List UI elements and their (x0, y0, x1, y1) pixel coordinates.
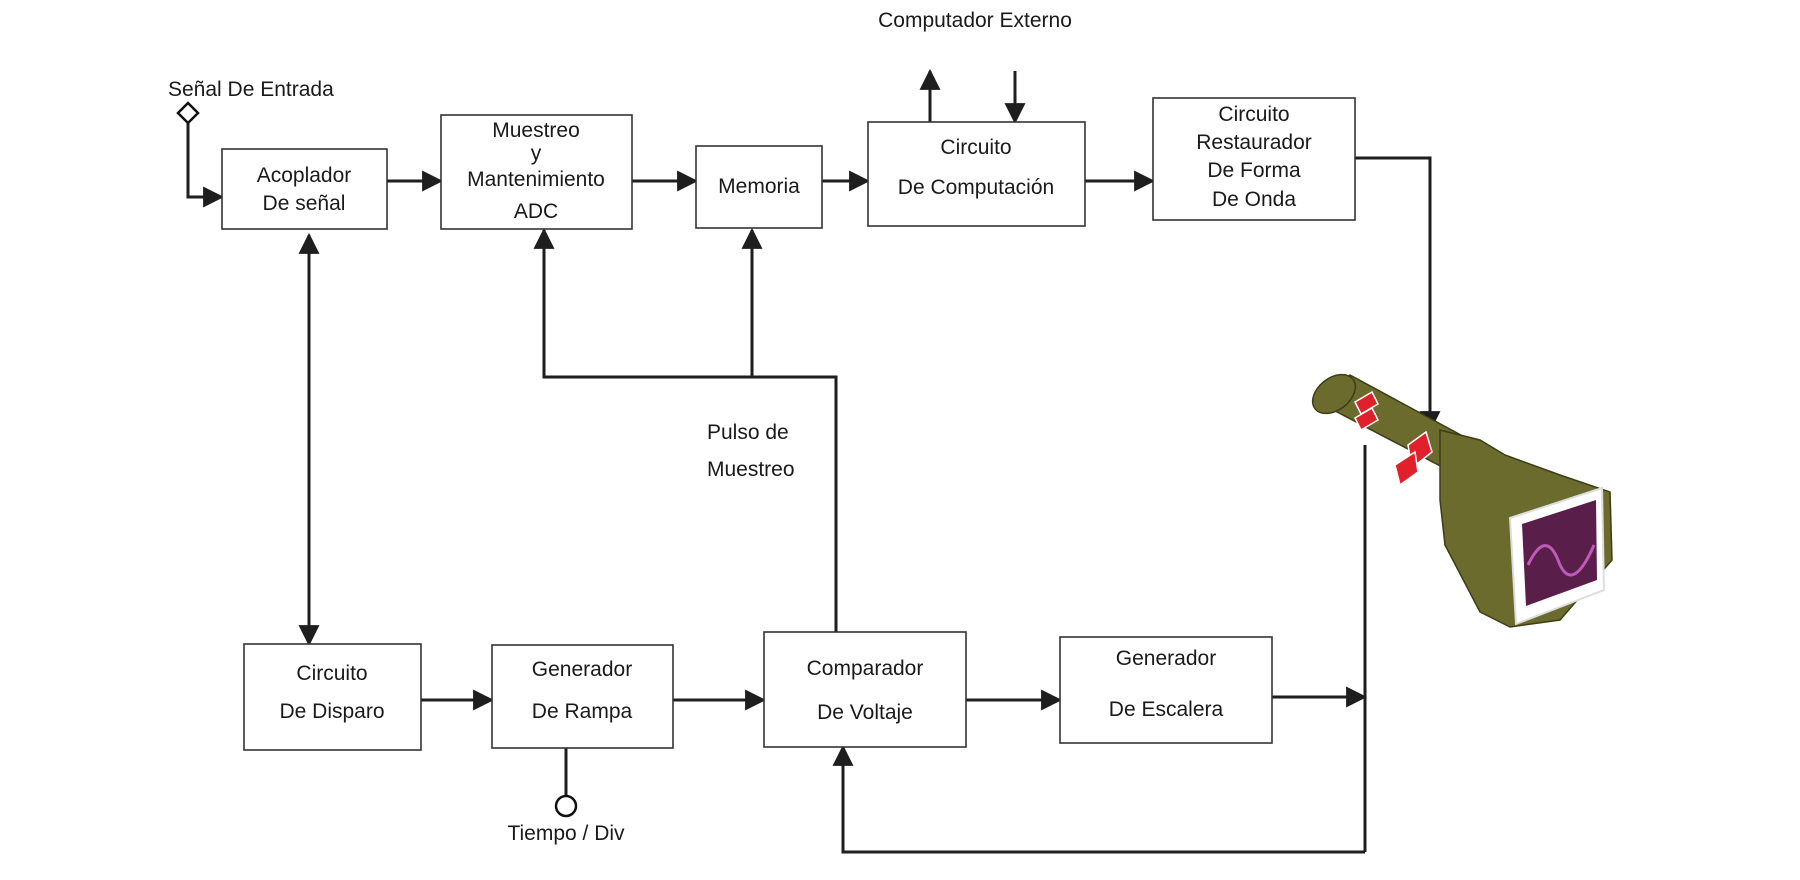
crt-plate-2 (1354, 406, 1379, 432)
wire-feedback-to-comparador (832, 744, 1365, 854)
crt-neck-cap (1311, 373, 1357, 415)
restaurador-line-4: De Onda (1212, 188, 1296, 211)
muestreo-line-1: Muestreo (492, 119, 580, 142)
block-muestreo: Muestreo y Mantenimiento ADC (440, 114, 633, 230)
time-div-label: Tiempo / Div (507, 822, 625, 845)
sample-pulse-label-1: Pulso de (707, 421, 789, 444)
acoplador-line-2: De señal (263, 192, 346, 215)
acoplador-line-1: Acoplador (257, 164, 352, 187)
time-div-terminal (554, 794, 578, 818)
comparador-line-1: Comparador (807, 657, 924, 680)
disparo-line-2: De Disparo (279, 700, 384, 723)
wire-restaurador-to-crt (1355, 156, 1441, 433)
disparo-line-1: Circuito (296, 662, 367, 685)
restaurador-line-1: Circuito (1218, 103, 1289, 126)
block-escalera: Generador De Escalera (1059, 636, 1273, 744)
memoria-label: Memoria (718, 175, 800, 198)
crt-tube-icon (1311, 373, 1613, 628)
computacion-line-2: De Computación (898, 176, 1054, 199)
external-computer-label: Computador Externo (878, 9, 1072, 32)
escalera-line-1: Generador (1116, 647, 1216, 670)
muestreo-line-4: ADC (514, 200, 558, 223)
block-rampa: Generador De Rampa (491, 644, 674, 749)
rampa-line-1: Generador (532, 658, 632, 681)
block-comparador: Comparador De Voltaje (763, 631, 967, 748)
block-restaurador: Circuito Restaurador De Forma De Onda (1152, 97, 1356, 221)
wire-pulse-to-muestreo (533, 227, 838, 632)
sample-pulse-label-2: Muestreo (707, 458, 795, 481)
block-disparo: Circuito De Disparo (243, 643, 422, 751)
rampa-line-2: De Rampa (532, 700, 633, 723)
signal-input-terminal (176, 101, 200, 125)
restaurador-line-2: Restaurador (1196, 131, 1312, 154)
crt-trace (1526, 544, 1596, 577)
escalera-line-2: De Escalera (1109, 698, 1224, 721)
restaurador-line-3: De Forma (1207, 159, 1301, 182)
block-memoria: Memoria (695, 145, 823, 229)
connections (186, 68, 1441, 854)
block-computacion: Circuito De Computación (867, 121, 1086, 227)
muestreo-line-3: Mantenimiento (467, 168, 605, 191)
wire-input-to-acoplador (186, 112, 225, 208)
computacion-line-1: Circuito (940, 136, 1011, 159)
crt-screen (1522, 500, 1597, 606)
muestreo-line-2: y (531, 142, 542, 165)
crt-plate-1 (1354, 390, 1379, 416)
comparador-line-2: De Voltaje (817, 701, 913, 724)
signal-input-label: Señal De Entrada (168, 78, 334, 101)
crt-plate-4 (1394, 450, 1419, 487)
block-acoplador: Acoplador De señal (221, 148, 388, 230)
